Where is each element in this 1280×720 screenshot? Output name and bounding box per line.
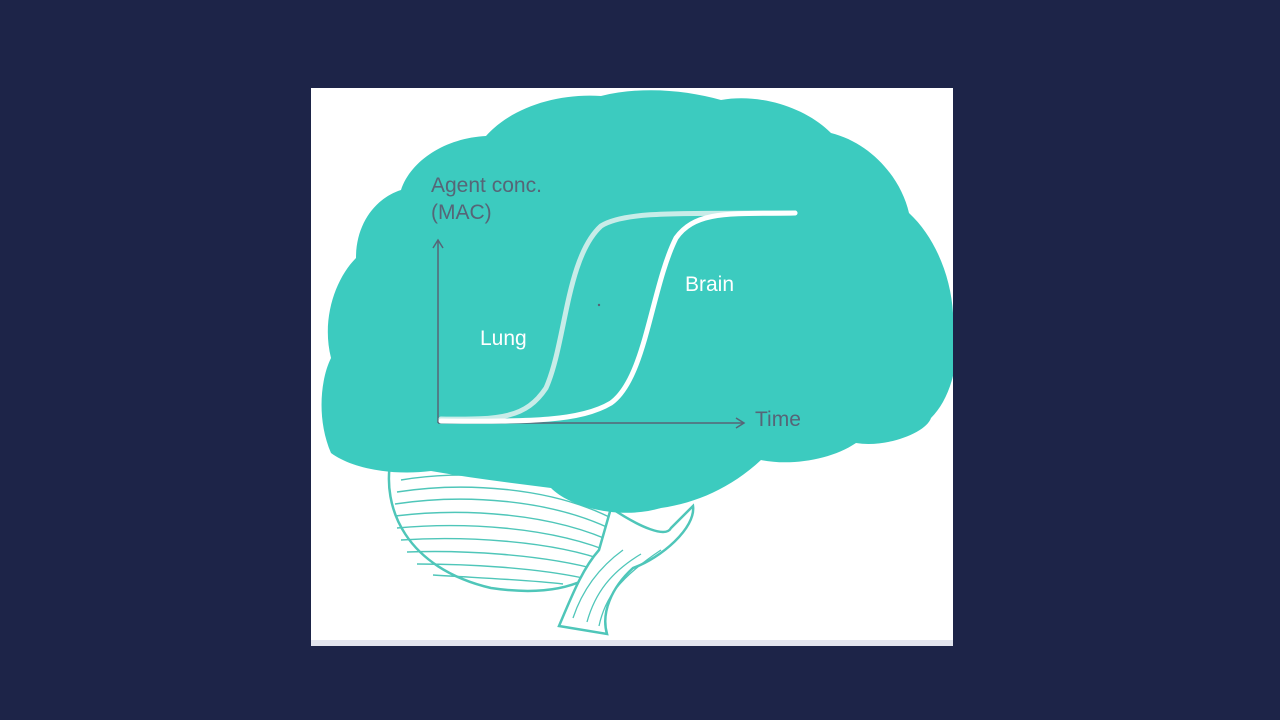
series-label-lung: Lung	[480, 327, 527, 350]
lung-curve	[438, 210, 798, 422]
series-label-brain: Brain	[685, 273, 735, 296]
brain-diagram	[321, 90, 953, 636]
brainstem-illustration	[557, 503, 695, 636]
x-axis-label: Time	[755, 408, 801, 431]
y-axis-label-line2: (MAC)	[431, 201, 492, 224]
brain-curve	[438, 210, 798, 424]
cerebrum-shape	[321, 90, 953, 513]
y-axis-label-line1: Agent conc.	[431, 174, 542, 197]
y-axis-label: Agent conc. (MAC)	[431, 172, 542, 226]
slide-canvas: Agent conc. (MAC) Time Lung Brain	[311, 88, 953, 646]
slide-bottom-border	[311, 640, 953, 646]
stray-dot	[597, 303, 601, 307]
